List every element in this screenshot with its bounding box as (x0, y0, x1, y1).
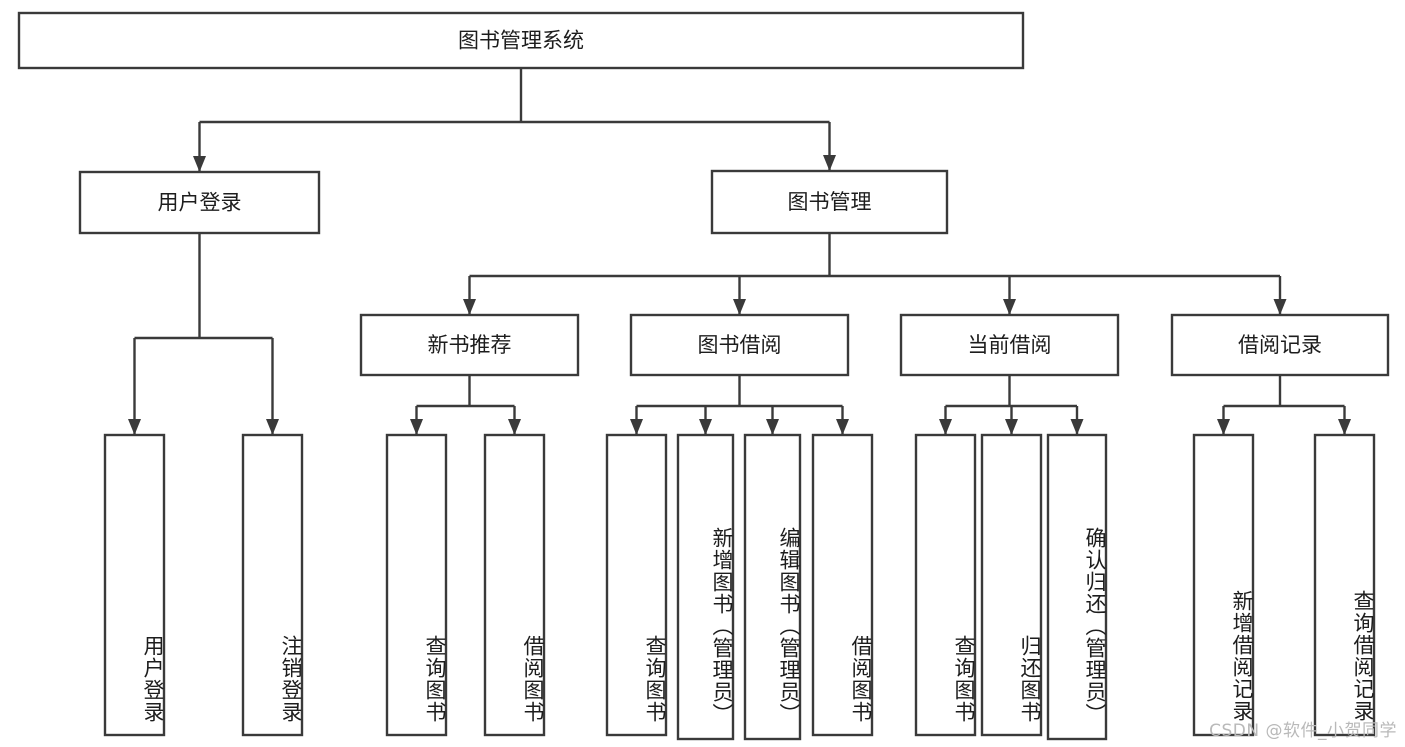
node-box-leaf-confirm-return-admin[interactable] (1046, 433, 1108, 741)
node-label-login: 用户登录 (158, 191, 242, 215)
arrow-head-icon (630, 419, 643, 435)
node-box-leaf-query-book-current[interactable] (914, 433, 977, 737)
node-box-leaf-add-book-admin[interactable] (676, 433, 735, 741)
boxes-layer (17, 11, 1390, 741)
node-box-leaf-add-borrow-record[interactable] (1192, 433, 1255, 737)
arrow-head-icon (1217, 419, 1230, 435)
node-box-leaf-borrow-book-borrow[interactable] (811, 433, 874, 737)
arrow-head-icon (128, 419, 141, 435)
node-box-leaf-return-book[interactable] (980, 433, 1043, 737)
node-box-leaf-edit-book-admin[interactable] (743, 433, 802, 741)
node-box-leaf-query-borrow-record[interactable] (1313, 433, 1376, 737)
node-box-borrow[interactable] (629, 313, 850, 377)
node-box-leaf-borrow-book-new[interactable] (483, 433, 546, 737)
arrow-head-icon (193, 156, 206, 172)
arrow-head-icon (699, 419, 712, 435)
node-box-login[interactable] (78, 170, 321, 235)
node-label-root: 图书管理系统 (458, 29, 584, 53)
node-box-leaf-query-book-new[interactable] (385, 433, 448, 737)
node-box-records[interactable] (1170, 313, 1390, 377)
arrow-head-icon (463, 299, 476, 315)
arrow-head-icon (823, 155, 836, 171)
node-label-bookmgmt: 图书管理 (788, 190, 872, 214)
arrow-head-icon (836, 419, 849, 435)
arrow-head-icon (266, 419, 279, 435)
arrow-head-icon (1338, 419, 1351, 435)
arrow-head-icon (1003, 299, 1016, 315)
arrow-head-icon (410, 419, 423, 435)
node-box-newbook[interactable] (359, 313, 580, 377)
node-box-leaf-logout[interactable] (241, 433, 304, 737)
node-box-leaf-user-login[interactable] (103, 433, 166, 737)
arrow-head-icon (766, 419, 779, 435)
connectors-layer (128, 68, 1351, 435)
node-box-root[interactable] (17, 11, 1025, 70)
arrow-head-icon (1070, 419, 1084, 435)
arrow-head-icon (1005, 419, 1018, 435)
arrow-head-icon (1273, 299, 1287, 315)
node-box-bookmgmt[interactable] (710, 169, 949, 235)
node-label-current: 当前借阅 (968, 333, 1052, 357)
csdn-watermark: CSDN @软件_小贺同学 (1209, 721, 1397, 741)
arrow-head-icon (733, 299, 746, 315)
arrow-head-icon (508, 419, 521, 435)
node-label-borrow: 图书借阅 (698, 333, 782, 357)
node-box-leaf-query-book-borrow[interactable] (605, 433, 668, 737)
arrow-head-icon (939, 419, 952, 435)
node-label-records: 借阅记录 (1238, 333, 1322, 357)
node-box-current[interactable] (899, 313, 1120, 377)
node-label-newbook: 新书推荐 (428, 333, 512, 357)
